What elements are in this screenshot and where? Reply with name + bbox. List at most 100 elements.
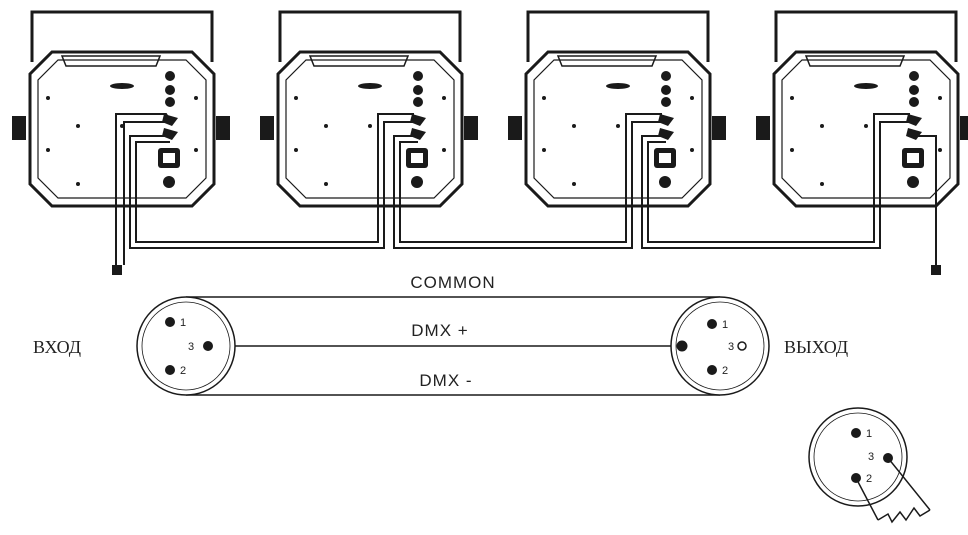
handle-slot (556, 55, 658, 67)
screw (324, 182, 328, 186)
screw (76, 182, 80, 186)
input-label: ВХОД (33, 337, 81, 357)
daisy-chain-wiring (112, 113, 941, 275)
pin-2-label: 2 (866, 473, 872, 485)
fixture-3 (508, 10, 726, 208)
bracket-knob-right (464, 116, 478, 140)
bracket-knob-right (712, 116, 726, 140)
link-cable-2-3 (393, 121, 662, 249)
fixture-housing (28, 50, 216, 208)
screw (368, 124, 372, 128)
screw (46, 148, 50, 152)
input-lead-plug (112, 265, 122, 275)
control-knob (165, 97, 175, 107)
input-lead-cable (115, 113, 171, 265)
pin-1-label: 1 (180, 317, 186, 329)
connector-shell (670, 296, 770, 396)
output-label: ВЫХОД (784, 337, 848, 357)
screw (542, 148, 546, 152)
pin-2-label: 2 (722, 365, 728, 377)
control-knob (413, 85, 423, 95)
control-knob (413, 71, 423, 81)
screw (194, 96, 198, 100)
output-xlr-connector: 1 2 3 (670, 296, 770, 396)
screw (938, 148, 942, 152)
pin-2 (707, 365, 717, 375)
bracket-knob-right (216, 116, 230, 140)
screw (938, 96, 942, 100)
screw (324, 124, 328, 128)
screw (76, 124, 80, 128)
handle-slot (804, 55, 906, 67)
screw (194, 148, 198, 152)
screw (542, 96, 546, 100)
input-xlr-connector: 1 2 3 (136, 296, 236, 396)
connector-inner-ring (813, 412, 903, 502)
power-socket-inner (659, 153, 671, 163)
mounting-bracket (278, 10, 462, 62)
connector-shell (136, 296, 236, 396)
pin-2 (165, 365, 175, 375)
mounting-bracket (774, 10, 958, 62)
control-knob (413, 97, 423, 107)
link-cable-1-2 (129, 121, 414, 249)
fuse-holder (659, 176, 671, 188)
fixture-housing (276, 50, 464, 208)
fixture-rear-panel (533, 59, 703, 199)
input-lead-cable (123, 121, 166, 265)
logo-plate (110, 83, 134, 89)
screw (294, 96, 298, 100)
screw (572, 124, 576, 128)
screw (690, 96, 694, 100)
dmx-plus-label: DMX + (411, 321, 468, 340)
screw (294, 148, 298, 152)
fuse-holder (163, 176, 175, 188)
terminator-resistor (855, 457, 931, 524)
screw (442, 96, 446, 100)
power-socket-inner (411, 153, 423, 163)
screw (820, 182, 824, 186)
control-knob (661, 71, 671, 81)
pin-3 (676, 340, 688, 352)
bracket-knob-left (508, 116, 522, 140)
fixture-housing (772, 50, 960, 208)
mounting-bracket (30, 10, 214, 62)
fixture-4 (756, 10, 968, 208)
fixture-rear-panel (37, 59, 207, 199)
control-knob (661, 97, 671, 107)
pin-1 (165, 317, 175, 327)
control-knob (165, 71, 175, 81)
pin-1 (707, 319, 717, 329)
fuse-holder (907, 176, 919, 188)
link-cable-3-4 (641, 121, 910, 249)
power-socket-inner (163, 153, 175, 163)
bracket-knob-left (12, 116, 26, 140)
screw (616, 124, 620, 128)
fixture-2 (260, 10, 478, 208)
pin-3-label: 3 (728, 341, 734, 353)
logo-plate (358, 83, 382, 89)
screw (864, 124, 868, 128)
screw (46, 96, 50, 100)
link-cable-1-2 (135, 113, 414, 243)
dmx-cable-schematic: COMMON DMX + DMX - 1 2 3 1 2 3 ВХОД ВЫ (33, 273, 848, 396)
handle-slot (308, 55, 410, 67)
screw (820, 124, 824, 128)
screw (442, 148, 446, 152)
connector-inner-ring (141, 301, 231, 391)
fixture-rear-panel (781, 59, 951, 199)
dmx-minus-label: DMX - (419, 371, 472, 390)
bracket-knob-left (260, 116, 274, 140)
fuse-holder (411, 176, 423, 188)
output-lead-cable (916, 135, 937, 265)
handle-slot (60, 55, 162, 67)
pin-1 (851, 428, 861, 438)
pin-3-socket (737, 341, 747, 351)
logo-plate (606, 83, 630, 89)
pin-3-label: 3 (868, 451, 874, 463)
connector-shell (808, 407, 908, 507)
link-cable-3-4 (647, 113, 910, 243)
screw (572, 182, 576, 186)
control-knob (909, 97, 919, 107)
control-knob (909, 71, 919, 81)
